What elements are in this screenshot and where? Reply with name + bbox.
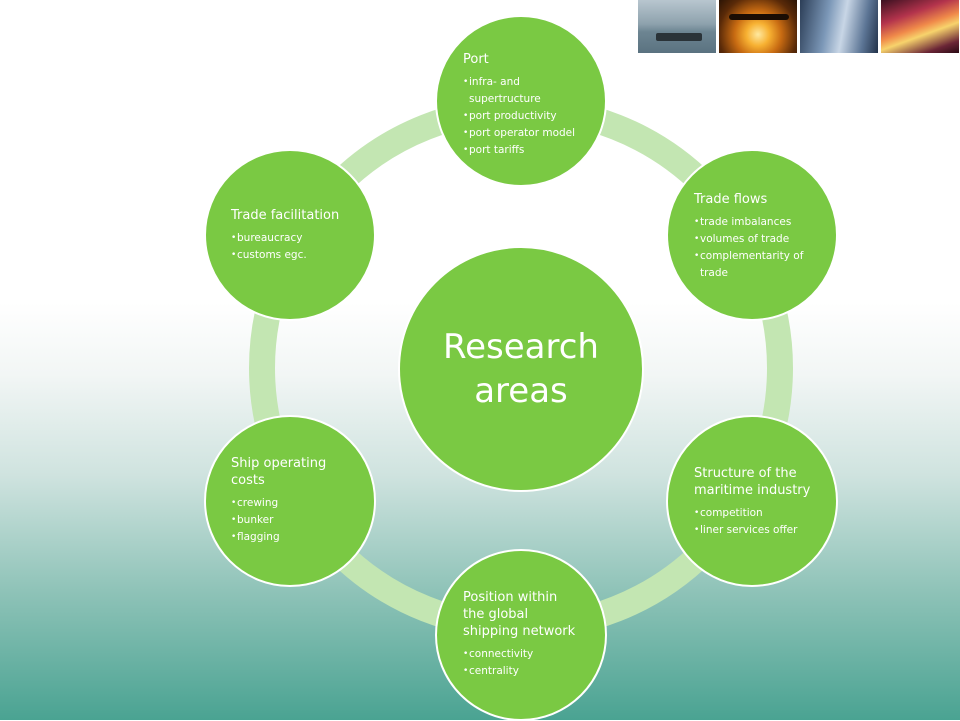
list-item: liner services offer xyxy=(694,522,824,539)
node-list: connectivity centrality xyxy=(463,646,591,680)
list-item: customs egc. xyxy=(231,247,366,264)
node-trade-flows: Trade flows trade imbalances volumes of … xyxy=(666,149,838,321)
node-position: Position within the global shipping netw… xyxy=(435,549,607,721)
node-port: Port infra- and supertructure port produ… xyxy=(435,15,607,187)
node-title: Position within the global shipping netw… xyxy=(463,590,576,639)
node-title: Trade facilitation xyxy=(231,208,340,223)
node-list: bureaucracy customs egc. xyxy=(231,230,366,264)
list-item: port operator model xyxy=(463,125,589,142)
node-title: Trade flows xyxy=(694,192,768,207)
list-item: complementarity of trade xyxy=(694,248,824,282)
header-photo-strip xyxy=(638,0,960,53)
node-list: infra- and supertructure port productivi… xyxy=(463,74,589,159)
list-item: port productivity xyxy=(463,108,589,125)
harbor-photo xyxy=(638,0,716,53)
node-list: crewing bunker flagging xyxy=(231,495,361,546)
list-item: port tariffs xyxy=(463,142,589,159)
list-item: trade imbalances xyxy=(694,214,824,231)
node-trade-facilitation: Trade facilitation bureaucracy customs e… xyxy=(204,149,376,321)
list-item: centrality xyxy=(463,663,591,680)
node-list: competition liner services offer xyxy=(694,505,824,539)
list-item: infra- and supertructure xyxy=(463,74,589,108)
list-item: connectivity xyxy=(463,646,591,663)
node-title: Ship operating costs xyxy=(231,456,327,488)
traffic-photo xyxy=(881,0,959,53)
node-structure: Structure of the maritime industry compe… xyxy=(666,415,838,587)
center-circle: Research areas xyxy=(398,246,644,492)
node-title: Port xyxy=(463,52,489,67)
list-item: crewing xyxy=(231,495,361,512)
list-item: flagging xyxy=(231,529,361,546)
list-item: bureaucracy xyxy=(231,230,366,247)
node-list: trade imbalances volumes of trade comple… xyxy=(694,214,824,282)
node-title: Structure of the maritime industry xyxy=(694,466,811,498)
list-item: volumes of trade xyxy=(694,231,824,248)
list-item: competition xyxy=(694,505,824,522)
node-ship-costs: Ship operating costs crewing bunker flag… xyxy=(204,415,376,587)
list-item: bunker xyxy=(231,512,361,529)
train-photo xyxy=(800,0,878,53)
center-label: Research areas xyxy=(443,327,599,411)
airplane-sunset-photo xyxy=(719,0,797,53)
